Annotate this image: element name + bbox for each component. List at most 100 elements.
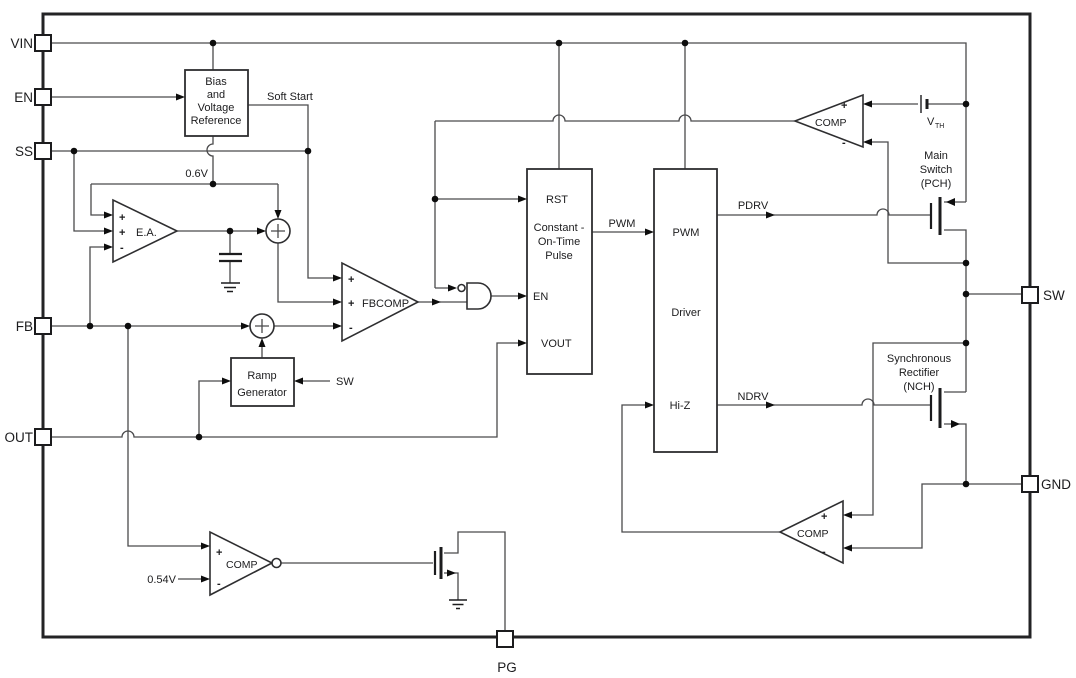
wire-fb (51, 246, 241, 547)
ramp-label-line2: Generator (237, 387, 287, 399)
and-gate-inverted-input-bubble (457, 283, 466, 293)
pin-pad-sw (1021, 286, 1039, 304)
fbcomp-plus2-sign: + (348, 298, 354, 310)
wire-pg-out (281, 531, 506, 631)
pin-pad-vin (34, 34, 52, 52)
pg-comparator-output-bubble (271, 557, 282, 569)
summing-junction-ramp (249, 313, 275, 339)
ea-minus-sign: - (120, 242, 124, 254)
pin-pad-out (34, 428, 52, 446)
pg-threshold-label: 0.54V (147, 574, 176, 586)
fbcomp-label: FBCOMP (362, 298, 409, 310)
hs-comp-minus-sign: - (842, 137, 846, 149)
pin-label-sw: SW (1043, 288, 1065, 303)
sync-rect-label-line1: Synchronous (887, 353, 952, 365)
mosfet-sync-rectifier-nch (929, 388, 942, 428)
cot-label-line1: Constant - (534, 222, 585, 234)
wire-ls-comp-plus (852, 342, 966, 516)
pin-label-vin: VIN (10, 36, 33, 51)
wire-gnd (852, 483, 1022, 549)
cot-port-vout: VOUT (541, 338, 572, 350)
components (219, 95, 942, 610)
pdrv-label: PDRV (738, 200, 769, 212)
pg-comparator-triangle (209, 530, 274, 597)
pin-label-pg: PG (497, 660, 517, 675)
bias-label-line3: Voltage (198, 102, 235, 114)
driver-port-hiz: Hi-Z (670, 400, 691, 412)
pg-comp-minus-sign: - (217, 578, 221, 590)
ground-symbol-pg (449, 599, 467, 610)
pin-pads (34, 34, 1039, 648)
pin-pad-ss (34, 142, 52, 160)
hs-comp-label: COMP (815, 117, 847, 129)
pg-comp-label: COMP (226, 559, 258, 571)
wire-vin-rail (51, 42, 967, 202)
pin-pad-fb (34, 317, 52, 335)
main-switch-label-line3: (PCH) (921, 178, 952, 190)
wire-hs-comp-inputs (869, 103, 966, 264)
pin-label-fb: FB (16, 319, 33, 334)
mosfet-pg-pulldown (433, 547, 443, 579)
ndrv-label: NDRV (738, 391, 770, 403)
fbcomp-plus1-sign: + (348, 274, 354, 286)
ea-label: E.A. (136, 227, 157, 239)
bias-label-line4: Reference (191, 115, 242, 127)
main-switch-label-line1: Main (924, 150, 948, 162)
sync-rect-label-line3: (NCH) (903, 381, 934, 393)
pin-label-ss: SS (15, 144, 33, 159)
fbcomp-minus-sign: - (349, 322, 353, 334)
driver-label-pwm: PWM (673, 227, 700, 239)
hs-comp-plus-sign: + (841, 100, 847, 112)
bias-label-line1: Bias (205, 76, 227, 88)
pin-pad-en (34, 88, 52, 106)
highside-comparator-triangle (792, 93, 864, 149)
and-gate (457, 282, 492, 310)
wire-ls-comp-out (621, 404, 780, 533)
wires (51, 42, 1022, 631)
wire-rst-ctrl (434, 114, 795, 289)
cot-port-en: EN (533, 291, 548, 303)
pin-label-en: EN (14, 90, 33, 105)
pin-label-out: OUT (5, 430, 34, 445)
vth-subscript: TH (935, 123, 944, 130)
pin-pad-gnd (1021, 475, 1039, 493)
bias-label-line2: and (207, 89, 225, 101)
cot-label-line2: On-Time (538, 236, 580, 248)
wire-out (51, 342, 518, 438)
lowside-comparator-triangle (778, 499, 844, 565)
pg-comp-plus-sign: + (216, 547, 222, 559)
ea-plus1-sign: + (119, 212, 125, 224)
labels: VIN EN SS FB OUT SW GND PG Bias and Volt… (5, 36, 1072, 675)
wire-soft-start (248, 104, 333, 279)
summing-junction-vref (265, 218, 291, 244)
ramp-sw-input-label: SW (336, 376, 354, 388)
block-ramp-generator (230, 357, 295, 407)
ea-plus2-sign: + (119, 227, 125, 239)
ls-comp-label: COMP (797, 528, 829, 540)
capacitor-plates (219, 252, 242, 263)
pin-pad-pg (496, 630, 514, 648)
wire-sum1-out (277, 243, 333, 303)
cot-port-rst: RST (546, 194, 568, 206)
soft-start-label: Soft Start (267, 91, 313, 103)
ls-comp-plus-sign: + (821, 511, 827, 523)
wire-ramp (198, 347, 330, 437)
arrowheads (104, 93, 960, 583)
ls-comp-minus-sign: - (822, 546, 826, 558)
vth-label: V (927, 116, 935, 128)
block-pwm-driver (653, 168, 718, 453)
cot-label-line3: Pulse (545, 250, 573, 262)
main-switch-label-line2: Switch (920, 164, 952, 176)
junction-dots (70, 39, 970, 488)
vref-label: 0.6V (185, 168, 208, 180)
ramp-label-line1: Ramp (247, 370, 276, 382)
driver-label-driver: Driver (671, 307, 701, 319)
wire-ndrv (717, 398, 930, 406)
wire-pdrv (717, 208, 930, 216)
wire-ss (51, 150, 308, 232)
pin-label-gnd: GND (1041, 477, 1071, 492)
block-constant-on-time-pulse (526, 168, 593, 375)
block-bias-voltage-reference (184, 69, 249, 137)
mosfet-main-switch-pch (929, 197, 942, 235)
